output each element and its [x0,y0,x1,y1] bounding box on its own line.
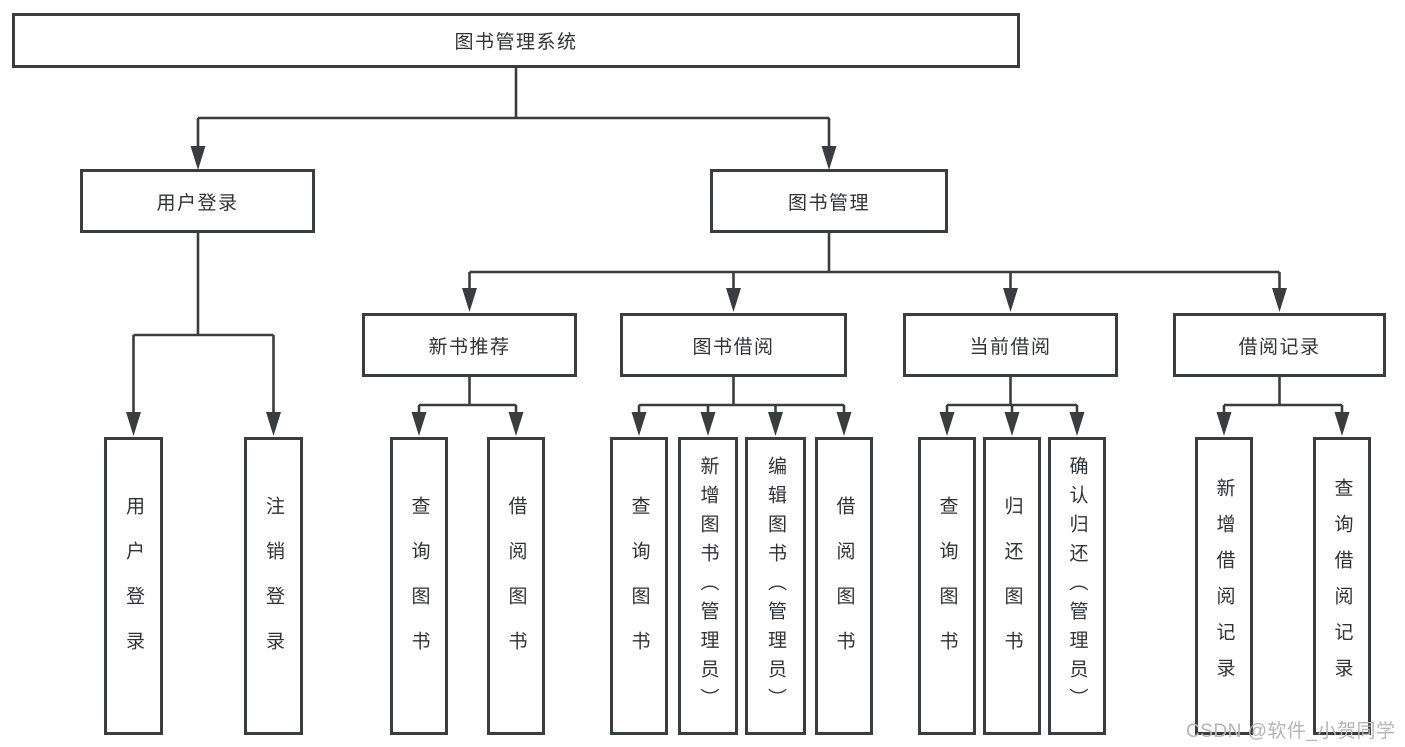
leaf-add-book-admin: 新增图书（管理员） [678,437,738,735]
leaf-borrow-book: 借阅图书 [815,437,873,735]
leaf-add-borrow-record-label: 新增借阅记录 [1213,478,1235,694]
node-new-book-recommend-label: 新书推荐 [428,336,511,358]
leaf-user-login: 用户登录 [104,437,163,735]
leaf-logout-label: 注销登录 [263,496,284,676]
node-book-borrow-label: 图书借阅 [692,336,775,358]
node-book-management: 图书管理 [710,169,948,233]
leaf-return-book: 归还图书 [983,437,1041,735]
leaf-current-query-book-label: 查询图书 [936,496,958,676]
leaf-add-book-admin-label: 新增图书（管理员） [697,455,719,717]
leaf-recommend-query-book: 查询图书 [390,437,448,735]
node-current-borrow: 当前借阅 [903,313,1118,377]
node-root: 图书管理系统 [12,13,1020,68]
leaf-borrow-query-book-label: 查询图书 [628,496,650,676]
node-book-management-label: 图书管理 [787,192,870,214]
leaf-return-book-label: 归还图书 [1001,496,1023,676]
node-root-label: 图书管理系统 [454,32,578,53]
leaf-add-borrow-record: 新增借阅记录 [1195,437,1253,735]
node-borrow-records: 借阅记录 [1173,313,1386,377]
node-user-login-branch: 用户登录 [80,169,315,233]
leaf-logout: 注销登录 [244,437,303,735]
node-user-login-branch-label: 用户登录 [156,192,239,214]
leaf-recommend-borrow-book: 借阅图书 [487,437,545,735]
node-book-borrow: 图书借阅 [620,313,847,377]
node-new-book-recommend: 新书推荐 [362,313,577,377]
leaf-recommend-borrow-book-label: 借阅图书 [505,496,527,676]
csdn-watermark: CSDN @软件_小贺同学 [1186,721,1396,742]
leaf-edit-book-admin-label: 编辑图书（管理员） [765,455,786,717]
leaf-user-login-label: 用户登录 [123,496,144,676]
leaf-confirm-return-admin-label: 确认归还（管理员） [1066,455,1088,717]
leaf-edit-book-admin: 编辑图书（管理员） [745,437,806,735]
leaf-confirm-return-admin: 确认归还（管理员） [1048,437,1106,735]
leaf-borrow-book-label: 借阅图书 [833,496,855,676]
leaf-borrow-query-book: 查询图书 [610,437,668,735]
leaf-query-borrow-record-label: 查询借阅记录 [1331,478,1353,694]
node-borrow-records-label: 借阅记录 [1238,336,1321,358]
node-current-borrow-label: 当前借阅 [969,336,1052,358]
leaf-query-borrow-record: 查询借阅记录 [1313,437,1371,735]
leaf-current-query-book: 查询图书 [918,437,976,735]
leaf-recommend-query-book-label: 查询图书 [408,496,430,676]
